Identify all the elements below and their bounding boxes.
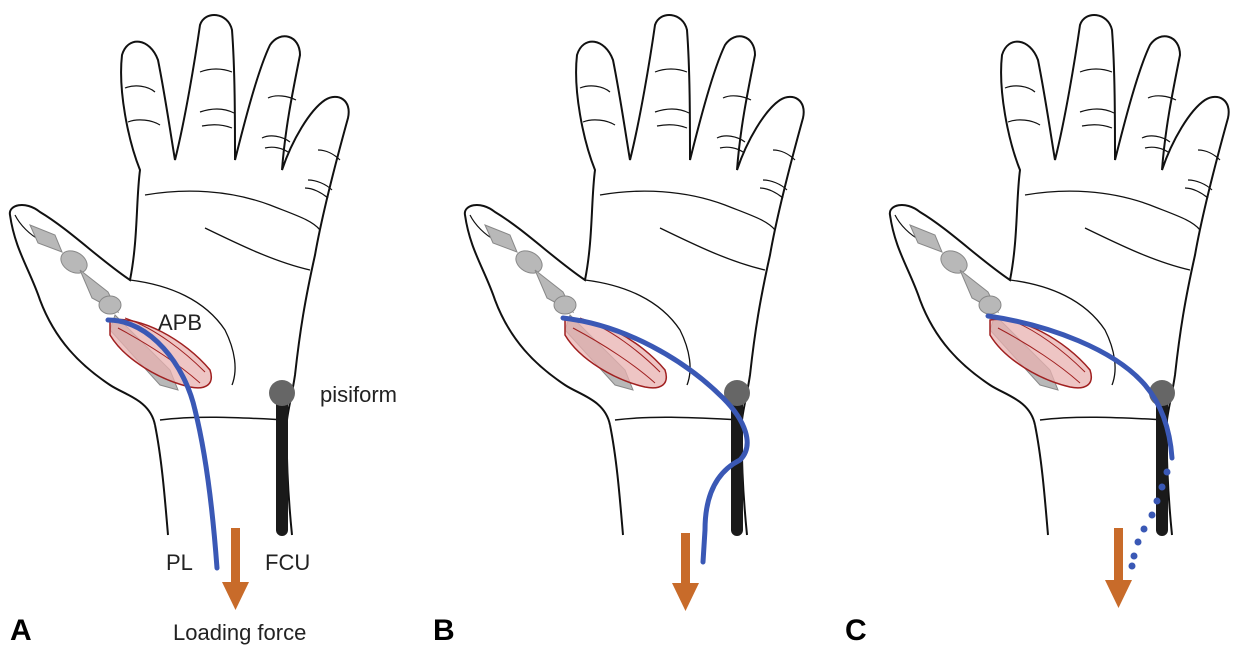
panel-c: C bbox=[845, 15, 1229, 645]
panel-a: APB pisiform PL FCU Loading force A bbox=[10, 15, 397, 645]
apb-label: APB bbox=[158, 310, 202, 335]
pisiform-a bbox=[269, 380, 295, 406]
loading-force-arrow-a bbox=[222, 528, 249, 610]
hand-outline-c bbox=[890, 15, 1229, 535]
panel-a-letter: A bbox=[10, 614, 32, 645]
loading-force-arrow-b bbox=[672, 533, 699, 611]
loading-force-label: Loading force bbox=[173, 620, 306, 645]
hand-outline-a bbox=[10, 15, 349, 535]
panel-b-letter: B bbox=[433, 614, 455, 645]
panel-b: B bbox=[433, 15, 804, 645]
fcu-label: FCU bbox=[265, 550, 310, 575]
pl-label: PL bbox=[166, 550, 193, 575]
hand-outline-b bbox=[465, 15, 804, 535]
panel-c-letter: C bbox=[845, 614, 867, 645]
pisiform-label: pisiform bbox=[320, 382, 397, 407]
loading-force-arrow-c bbox=[1105, 528, 1132, 608]
